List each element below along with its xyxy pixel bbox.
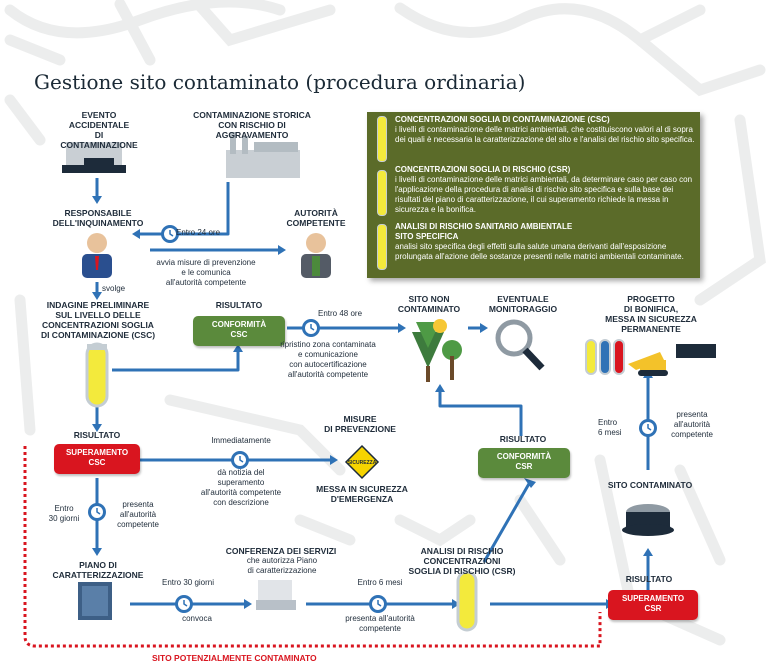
- conformita-csr-badge: CONFORMITÀ CSR: [478, 448, 570, 478]
- evento-label: EVENTO ACCIDENTALE DI CONTAMINAZIONE: [60, 110, 138, 150]
- presenta2-text: presenta all'autorità competente: [345, 614, 415, 633]
- csc-heading: CONCENTRAZIONI SOGLIA DI CONTAMINAZIONE …: [395, 115, 610, 124]
- ripristino-text: ripristino zona contaminata e comunicazi…: [280, 340, 376, 379]
- convoca-text: convoca: [182, 614, 212, 623]
- svolge-text: svolge: [102, 284, 126, 293]
- conformita-csc-badge: CONFORMITÀ CSC: [193, 316, 285, 346]
- entro48-text: Entro 48 ore: [318, 309, 363, 318]
- immediatamente-text: Immediatamente: [211, 436, 271, 445]
- superamento-csr-badge: SUPERAMENTO CSR: [608, 590, 698, 620]
- factory-icon: [62, 142, 126, 173]
- sito-non-label: SITO NON CONTAMINATO: [397, 294, 461, 314]
- autorizza-text: che autorizza Piano di caratterizzazione: [246, 556, 318, 575]
- tube-icon: [377, 170, 387, 216]
- sito-potenzialmente-contaminato-label: SITO POTENZIALMENTE CONTAMINATO: [152, 653, 317, 663]
- superamento-csc-badge: SUPERAMENTO CSC: [54, 444, 140, 474]
- autorita-label: AUTORITÀ COMPETENTE: [286, 208, 346, 228]
- messa-label: MESSA IN SICUREZZA D'EMERGENZA: [316, 484, 408, 504]
- risultato-4-label: RISULTATO: [625, 574, 673, 584]
- analisi-heading: ANALISI DI RISCHIO SANITARIO AMBIENTALE …: [395, 222, 573, 241]
- csr-definition: i livelli di contaminazione delle matric…: [395, 175, 693, 214]
- avvia-text: avvia misure di prevenzione e le comunic…: [156, 258, 256, 287]
- sito-contaminato-label: SITO CONTAMINATO: [607, 480, 693, 490]
- entro24-text: Entro 24 ore: [176, 228, 221, 237]
- notizia-text: dà notizia del superamento all'autorità …: [200, 468, 282, 507]
- page-title: Gestione sito contaminato (procedura ord…: [34, 70, 526, 94]
- responsabile-label: RESPONSABILE DELL'INQUINAMENTO: [52, 208, 144, 228]
- risultato-2-label: RISULTATO: [73, 430, 121, 440]
- presenta3-text: presenta all'autorità competente: [671, 410, 713, 439]
- piano-label: PIANO DI CARATTERIZZAZIONE: [52, 560, 144, 580]
- analisi-definition: analisi sito specifica degli effetti sul…: [395, 242, 684, 261]
- definitions-panel: CONCENTRAZIONI SOGLIA DI CONTAMINAZIONE …: [367, 112, 700, 278]
- entro6m-v-text: Entro 6 mesi: [598, 418, 622, 437]
- csr-heading: CONCENTRAZIONI SOGLIA DI RISCHIO (CSR): [395, 165, 571, 174]
- tube-icon: [377, 224, 387, 270]
- sicurezza-sign: SICUREZZA: [347, 460, 377, 466]
- entro6m-text: Entro 6 mesi: [357, 578, 403, 587]
- indagine-label: INDAGINE PRELIMINARE SUL LIVELLO DELLE C…: [40, 300, 156, 340]
- entro30g-text: Entro 30 giorni: [48, 504, 80, 523]
- entro30-text: Entro 30 giorni: [161, 578, 215, 587]
- storica-label: CONTAMINAZIONE STORICA CON RISCHIO DI AG…: [193, 110, 311, 140]
- misure-label: MISURE DI PREVENZIONE: [324, 414, 396, 434]
- csc-definition: i livelli di contaminazione delle matric…: [395, 125, 695, 144]
- conferenza-label: CONFERENZA DEI SERVIZI: [225, 546, 337, 556]
- progetto-label: PROGETTO DI BONIFICA, MESSA IN SICUREZZA…: [605, 294, 697, 334]
- monitoraggio-label: EVENTUALE MONITORAGGIO: [488, 294, 558, 314]
- presenta1-text: presenta all'autorità competente: [117, 500, 159, 529]
- analisi-label: ANALISI DI RISCHIO CONCENTRAZIONI SOGLIA…: [408, 546, 516, 576]
- tube-icon: [377, 116, 387, 162]
- risultato-1-label: RISULTATO: [215, 300, 263, 310]
- risultato-3-label: RISULTATO: [499, 434, 547, 444]
